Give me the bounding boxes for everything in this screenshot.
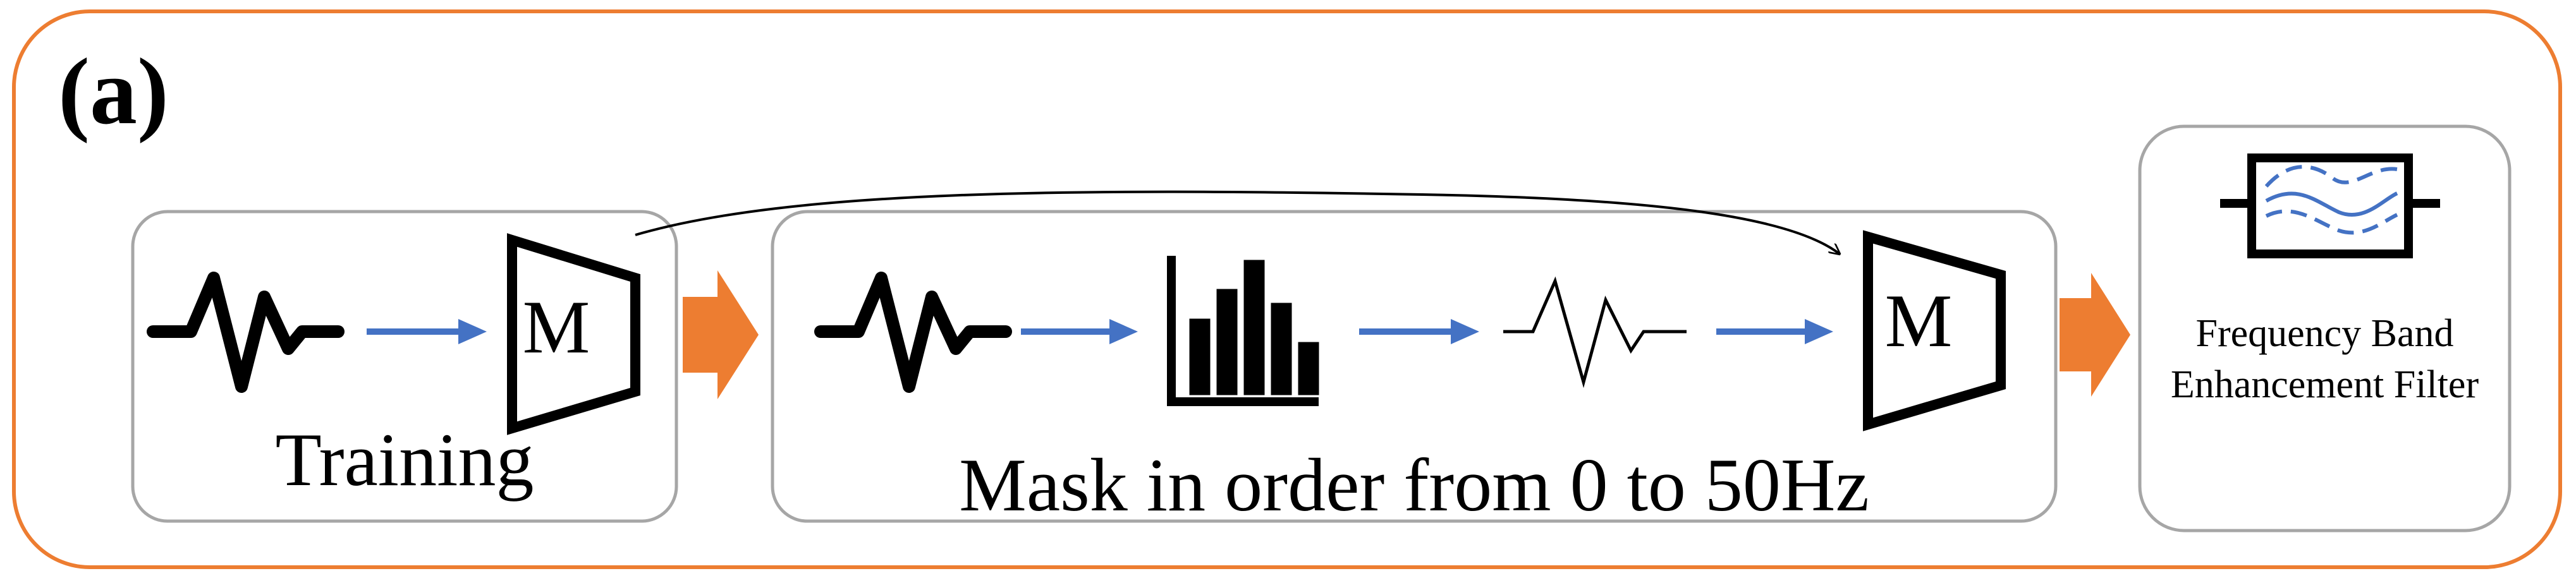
outer-frame — [12, 9, 2562, 569]
trapezoid-model-icon — [507, 233, 640, 435]
filter-block-label: Frequency Band Enhancement Filter — [2170, 312, 2479, 406]
training-block-frame — [131, 210, 678, 523]
band-filter-icon — [2220, 153, 2440, 258]
flow-arrow — [1716, 319, 1833, 344]
masking-block-label: Mask in order from 0 to 50Hz — [959, 443, 1869, 527]
model-letter: M — [1884, 279, 1953, 363]
masking-block-frame — [771, 210, 2058, 523]
stage-arrow — [2060, 273, 2130, 397]
stage-arrow — [683, 270, 759, 399]
skip-connection-arrow — [635, 190, 1840, 254]
trapezoid-model-icon — [1863, 230, 2006, 431]
training-block-label: Training — [275, 418, 534, 502]
filter-block-frame — [2138, 124, 2512, 532]
model-letter: M — [522, 285, 590, 369]
flow-arrow — [367, 319, 487, 344]
waveform-icon — [147, 272, 345, 393]
flow-arrow — [1021, 319, 1138, 344]
panel-label: (a) — [58, 39, 169, 144]
flow-arrow — [1359, 319, 1479, 344]
bar-chart-icon — [1167, 256, 1319, 406]
waveform-icon — [814, 272, 1012, 393]
thin-waveform-icon — [1503, 276, 1687, 388]
